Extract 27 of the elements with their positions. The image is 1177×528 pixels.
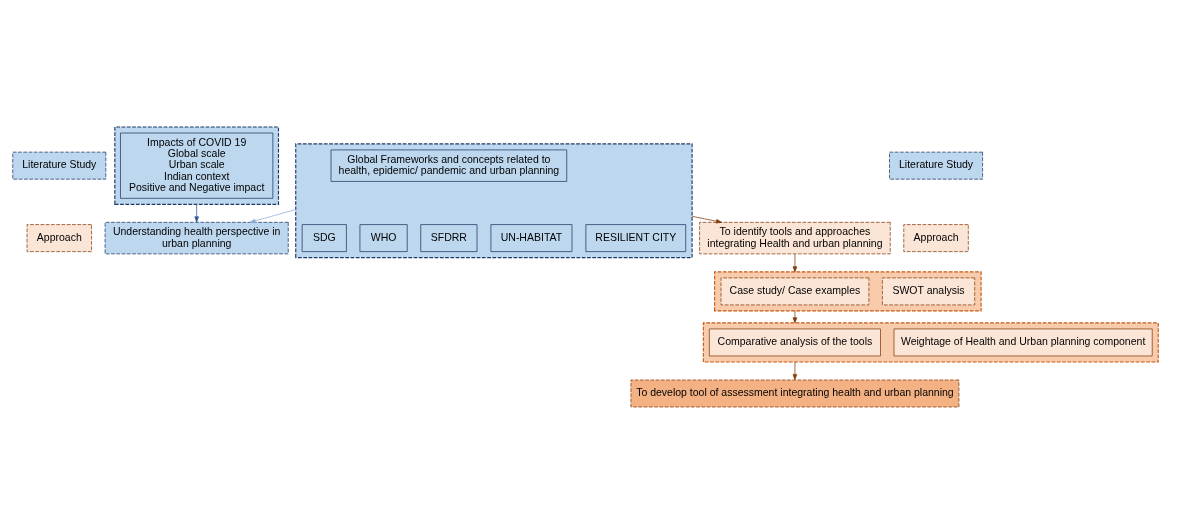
node-box: Approach: [26, 224, 92, 252]
node-box: Approach: [903, 224, 969, 252]
node-box: Case study/ Case examples: [720, 277, 870, 306]
arrow: [792, 253, 798, 273]
cluster: [295, 143, 693, 259]
node-box: Comparative analysis of the tools: [708, 328, 881, 357]
arrow: [792, 361, 798, 380]
node-box: SDG: [301, 224, 347, 252]
node-box: Literature Study: [889, 151, 983, 180]
node-box: Global Frameworks and concepts related to health, epidemic/ pandemic and urban planning: [330, 149, 568, 182]
node-box: To develop tool of assessment integrating health and urban planning: [630, 379, 960, 408]
node-box: WHO: [359, 224, 408, 252]
arrow: [792, 310, 798, 324]
node-box: SFDRR: [420, 224, 478, 252]
node-box: SWOT analysis: [882, 277, 976, 306]
node-box: Impacts of COVID 19 Global scale Urban scale Indian context Positive and Negative impact: [120, 132, 274, 199]
arrow: [691, 215, 722, 224]
node-box: Literature Study: [12, 151, 107, 180]
node-box: Weightage of Health and Urban planning component: [893, 328, 1153, 357]
cluster: [714, 271, 982, 312]
arrow: [249, 209, 297, 224]
node-box: Understanding health perspective in urban planning: [104, 221, 289, 255]
cluster: [702, 322, 1159, 363]
cluster: [114, 126, 280, 205]
arrow: [194, 203, 199, 223]
node-box: UN-HABITAT: [490, 224, 573, 252]
node-box: RESILIENT CITY: [585, 224, 687, 252]
